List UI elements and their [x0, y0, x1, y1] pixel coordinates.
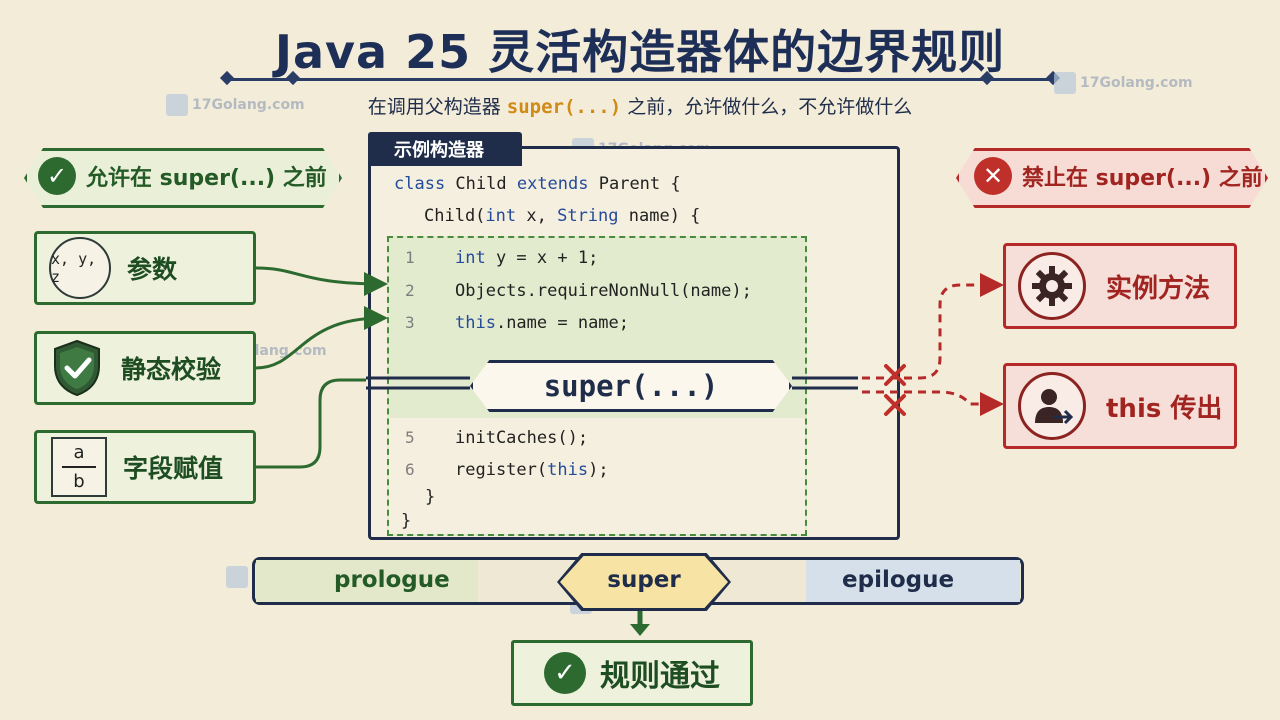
allowed-item-params: x, y, z 参数 [34, 231, 256, 305]
code-line-class: class Child extends Parent { [394, 174, 681, 194]
code-line-close-inner: } [425, 487, 436, 507]
line-number: 6 [405, 460, 415, 479]
flow-super-label: super [607, 567, 681, 593]
watermark-logo-icon [166, 94, 188, 116]
x-circle-icon: ✕ [974, 157, 1012, 195]
forbidden-header: ✕ 禁止在 super(...) 之前 [956, 148, 1266, 204]
allowed-header-label: 允许在 super(...) 之前 [86, 166, 327, 191]
flow-prologue-bg [256, 560, 478, 602]
code-line: int y = x + 1; [455, 248, 599, 268]
flow-super-hex [560, 556, 728, 608]
code-line: initCaches(); [455, 428, 589, 448]
flow-epilogue-label: epilogue [842, 567, 955, 593]
line-number: 3 [405, 313, 415, 332]
rule-pass-label: 规则通过 [600, 659, 720, 694]
allowed-item-static-check: 静态校验 [34, 331, 256, 405]
code-panel-tab: 示例构造器 [368, 132, 522, 166]
subtitle-highlight: super(...) [506, 96, 622, 118]
title-divider [219, 70, 1061, 86]
watermark-logo-icon [226, 566, 248, 588]
subtitle-after: 之前，允许做什么，不允许做什么 [621, 96, 913, 118]
code-line: Objects.requireNonNull(name); [455, 281, 752, 301]
forbidden-header-label: 禁止在 super(...) 之前 [1022, 166, 1263, 191]
line-number: 5 [405, 428, 415, 447]
forbidden-item-this-escape: this 传出 [1003, 363, 1237, 449]
check-circle-icon: ✓ [38, 157, 76, 195]
allowed-item-field-assign: a b 字段赋值 [34, 430, 256, 504]
subtitle: 在调用父构造器 super(...) 之前，允许做什么，不允许做什么 [0, 92, 1280, 119]
flow-epilogue-bg [806, 560, 1020, 602]
check-circle-icon: ✓ [544, 652, 586, 694]
forbidden-item-instance-method: 实例方法 [1003, 243, 1237, 329]
xyz-circle-icon: x, y, z [49, 237, 111, 299]
watermark-logo-icon [1054, 72, 1076, 94]
forbidden-item-label: this 传出 [1106, 393, 1223, 424]
allowed-item-label: 参数 [127, 255, 178, 284]
watermark: 17Golang.com [1054, 72, 1193, 94]
allowed-tag-shape [24, 148, 342, 208]
allowed-header: ✓ 允许在 super(...) 之前 [24, 148, 342, 204]
code-line: register(this); [455, 460, 609, 480]
gear-icon [1018, 252, 1086, 320]
epilogue-zone [389, 418, 805, 534]
line-number: 2 [405, 281, 415, 300]
code-line-ctor: Child(int x, String name) { [424, 206, 701, 226]
code-line: this.name = name; [455, 313, 630, 333]
line-number: 1 [405, 248, 415, 267]
super-call-bar [470, 360, 792, 412]
page-title: Java 25 灵活构造器体的边界规则 [274, 25, 1006, 79]
super-call-label: super(...) [543, 369, 719, 403]
forbidden-item-label: 实例方法 [1106, 273, 1211, 304]
fraction-icon: a b [51, 437, 107, 497]
code-line-close-outer: } [401, 511, 412, 531]
flow-prologue-label: prologue [334, 567, 450, 593]
block-x-icon [884, 364, 906, 416]
rule-pass-badge: ✓ 规则通过 [511, 640, 753, 706]
user-arrow-icon [1018, 372, 1086, 440]
subtitle-before: 在调用父构造器 [367, 96, 507, 118]
allowed-item-label: 静态校验 [121, 355, 222, 384]
shield-check-icon [54, 339, 100, 397]
watermark: 17Golang.com [166, 94, 305, 116]
allowed-item-label: 字段赋值 [123, 454, 224, 483]
